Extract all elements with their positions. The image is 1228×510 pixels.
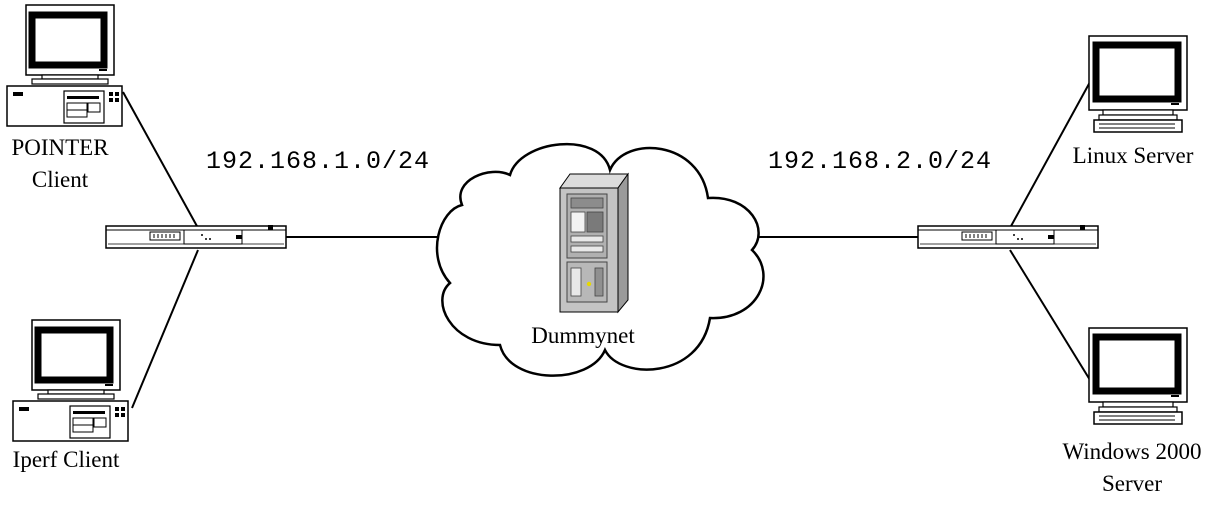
pointer-client-label-line2: Client [31, 167, 89, 192]
left-subnet-label: 192.168.1.0/24 [206, 147, 431, 176]
link-iperf-client [131, 249, 199, 409]
dummynet-server-icon [559, 172, 629, 314]
iperf-client-label: Iperf Client [12, 447, 120, 472]
pointer-client-label-line1: POINTER [11, 135, 109, 160]
link-pointer-client [122, 91, 199, 229]
link-linux-server [1009, 81, 1091, 229]
pointer-client-computer-icon [7, 5, 122, 126]
windows-server-computer-icon [1089, 328, 1187, 424]
dummynet-label: Dummynet [531, 323, 635, 348]
iperf-client-computer-icon [13, 320, 128, 441]
linux-server-label: Linux Server [1072, 143, 1194, 168]
left-hub-icon [105, 224, 287, 249]
windows-server-label-line1: Windows 2000 [1062, 439, 1202, 464]
linux-server-computer-icon [1089, 36, 1187, 132]
right-hub-icon [917, 224, 1099, 249]
pointer-client-label: POINTER Client [0, 132, 120, 196]
windows-server-label: Windows 2000 Server [1046, 436, 1218, 500]
windows-server-label-line2: Server [1101, 471, 1163, 496]
link-windows-server [1009, 249, 1091, 381]
right-subnet-label: 192.168.2.0/24 [768, 147, 993, 176]
